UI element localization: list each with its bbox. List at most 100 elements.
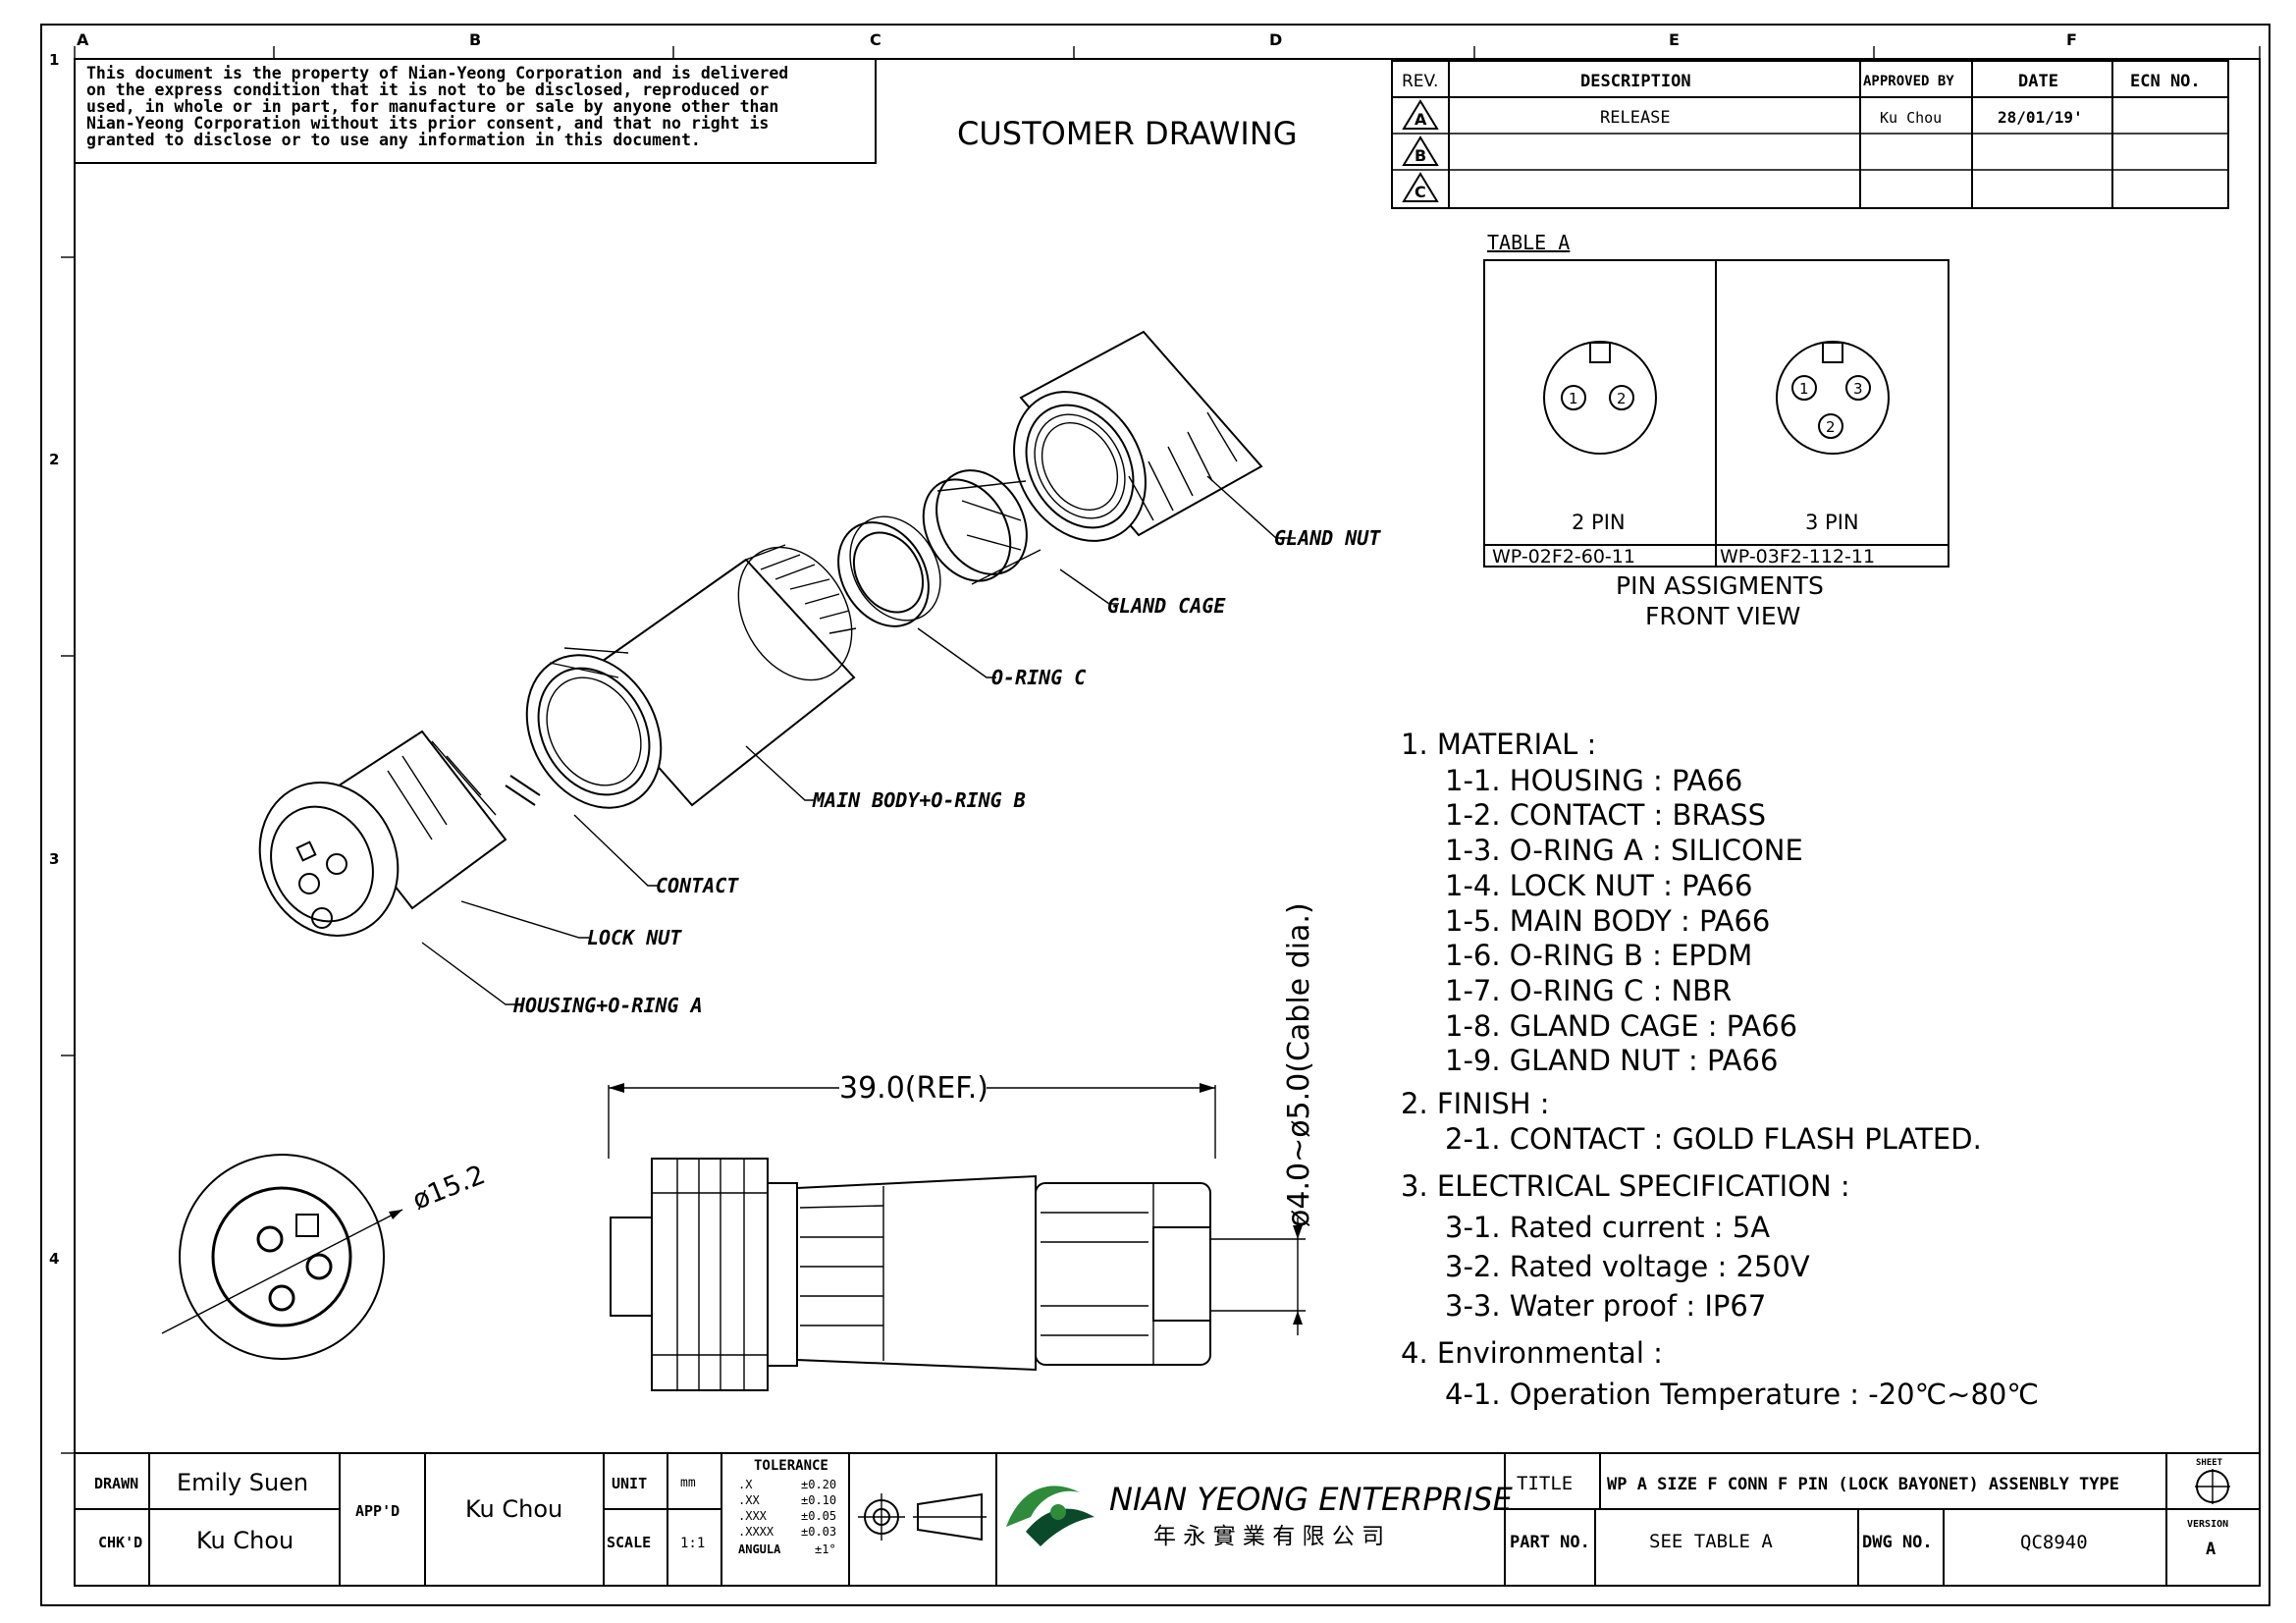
spec-1-3: 1-3. O-RING A : SILICONE bbox=[1445, 834, 1803, 867]
unit-label: UNIT bbox=[612, 1475, 647, 1492]
specifications: 1. MATERIAL : 1-1. HOUSING : PA66 1-2. C… bbox=[1401, 728, 2039, 1411]
tol-key-1: .X bbox=[738, 1478, 753, 1491]
rev-a: A bbox=[1415, 110, 1427, 129]
rev-triangle-b bbox=[1402, 135, 1439, 166]
diameter-dimension: ø15.2 bbox=[408, 1160, 490, 1216]
dwg-value: QC8940 bbox=[2020, 1532, 2088, 1553]
part-label: PART NO. bbox=[1510, 1533, 1590, 1552]
pin-caption-1: PIN ASSIGMENTS bbox=[1616, 571, 1824, 600]
grid-row-4: 4 bbox=[49, 1250, 59, 1268]
spec-4-1: 4-1. Operation Temperature : -20℃~80℃ bbox=[1445, 1378, 2039, 1411]
drawing-type: CUSTOMER DRAWING bbox=[957, 115, 1298, 152]
revision-table: REV. DESCRIPTION APPROVED BY DATE ECN NO… bbox=[1391, 60, 2229, 209]
company-logo bbox=[1006, 1486, 1095, 1546]
approved-header: APPROVED BY bbox=[1863, 74, 1954, 89]
dwg-label: DWG NO. bbox=[1862, 1533, 1933, 1552]
spec-1-1: 1-1. HOUSING : PA66 bbox=[1445, 764, 1742, 797]
pin-2pin-2: 2 bbox=[1617, 390, 1627, 407]
grid-col-f: F bbox=[2066, 30, 2077, 49]
cable-dimension: ø4.0~ø5.0(Cable dia.) bbox=[1282, 902, 1316, 1227]
version-label: VERSION bbox=[2187, 1519, 2228, 1530]
pin-face-2pin: 1 2 bbox=[1543, 341, 1657, 455]
spec-2-1: 2-1. CONTACT : GOLD FLASH PLATED. bbox=[1445, 1122, 1982, 1156]
length-dimension: 39.0(REF.) bbox=[839, 1071, 988, 1106]
proprietary-notice: This document is the property of Nian-Ye… bbox=[74, 58, 877, 164]
company-name-cn: 年 永 實 業 有 限 公 司 bbox=[1153, 1524, 1384, 1549]
gland-cage-part bbox=[922, 469, 1041, 585]
rev-a-date: 28/01/19' bbox=[1998, 108, 2083, 127]
rev-a-approved: Ku Chou bbox=[1880, 109, 1942, 127]
spec-heading-3: 3. ELECTRICAL SPECIFICATION : bbox=[1401, 1169, 1850, 1203]
rev-c: C bbox=[1415, 183, 1426, 201]
inner-frame bbox=[74, 58, 2261, 1587]
tol-val-1: ±0.20 bbox=[801, 1478, 836, 1491]
pin-3pin-1: 1 bbox=[1799, 380, 1809, 398]
main-body-part bbox=[525, 544, 857, 809]
pin-2pin-1: 1 bbox=[1569, 390, 1578, 407]
callout-main-body: MAIN BODY+O-RING B bbox=[812, 788, 1026, 812]
spec-1-2: 1-2. CONTACT : BRASS bbox=[1445, 798, 1766, 832]
callout-gland-nut: GLAND NUT bbox=[1274, 526, 1381, 550]
grid-col-e: E bbox=[1669, 30, 1680, 49]
scale-value: 1:1 bbox=[680, 1536, 705, 1551]
spec-3-2: 3-2. Rated voltage : 250V bbox=[1445, 1250, 1810, 1283]
notice-line-1: This document is the property of Nian-Ye… bbox=[86, 64, 788, 82]
appd-value: Ku Chou bbox=[465, 1495, 562, 1523]
part-value: SEE TABLE A bbox=[1649, 1531, 1773, 1552]
rev-triangle-c bbox=[1402, 172, 1439, 202]
grid-row-2: 2 bbox=[49, 451, 59, 468]
company-name: NIAN YEONG ENTERPRISE bbox=[1109, 1481, 1514, 1518]
tol-key-5: ANGULA bbox=[738, 1542, 781, 1556]
unit-value: mm bbox=[680, 1476, 696, 1490]
part-3pin: WP-03F2-112-11 bbox=[1720, 546, 1875, 568]
spec-heading-1: 1. MATERIAL : bbox=[1401, 728, 1596, 761]
grid-col-d: D bbox=[1269, 30, 1282, 49]
tol-key-4: .XXXX bbox=[738, 1525, 774, 1539]
pin-face-3pin: 1 3 2 bbox=[1776, 341, 1890, 455]
notice-line-2: on the express condition that it is not … bbox=[86, 81, 769, 99]
notice-line-4: Nian-Yeong Corporation without its prior… bbox=[86, 114, 769, 133]
grid-col-c: C bbox=[870, 30, 881, 49]
spec-heading-4: 4. Environmental : bbox=[1401, 1336, 1663, 1370]
side-view: 39.0(REF.) ø4.0~ø5.0(Cable dia.) bbox=[608, 902, 1316, 1391]
outer-frame bbox=[40, 24, 2270, 1606]
spec-1-5: 1-5. MAIN BODY : PA66 bbox=[1445, 904, 1770, 938]
part-2pin: WP-02F2-60-11 bbox=[1492, 546, 1635, 568]
spec-3-3: 3-3. Water proof : IP67 bbox=[1445, 1289, 1766, 1323]
notice-line-3: used, in whole or in part, for manufactu… bbox=[86, 97, 778, 116]
chkd-label: CHK'D bbox=[98, 1534, 142, 1551]
rev-a-description: RELEASE bbox=[1600, 108, 1671, 128]
spec-1-9: 1-9. GLAND NUT : PA66 bbox=[1445, 1044, 1778, 1077]
desc-header: DESCRIPTION bbox=[1580, 72, 1691, 91]
tol-val-3: ±0.05 bbox=[801, 1509, 836, 1523]
tol-key-2: .XX bbox=[738, 1493, 760, 1507]
callout-o-ring-c: O-RING C bbox=[991, 666, 1086, 689]
table-a: TABLE A 1 2 1 3 2 2 PIN 3 PIN WP-02F2-60… bbox=[1483, 231, 1949, 630]
rev-b: B bbox=[1415, 146, 1426, 165]
pin-caption-2: FRONT VIEW bbox=[1645, 602, 1800, 630]
grid-row-1: 1 bbox=[49, 51, 59, 69]
pin-3pin-2: 2 bbox=[1826, 418, 1836, 436]
tol-val-5: ±1° bbox=[815, 1542, 836, 1556]
title-value: WP A SIZE F CONN F PIN (LOCK BAYONET) AS… bbox=[1607, 1475, 2119, 1494]
notice-line-5: granted to disclose or to use any inform… bbox=[86, 131, 701, 149]
spec-1-8: 1-8. GLAND CAGE : PA66 bbox=[1445, 1009, 1797, 1043]
housing-part bbox=[258, 730, 541, 937]
callout-gland-cage: GLAND CAGE bbox=[1107, 594, 1226, 618]
grid-row-3: 3 bbox=[49, 850, 59, 868]
grid-markers: A B C D E F 1 2 3 4 bbox=[49, 30, 2261, 1454]
tolerance-title: TOLERANCE bbox=[754, 1458, 828, 1474]
table-a-title: TABLE A bbox=[1487, 231, 1570, 254]
tol-val-2: ±0.10 bbox=[801, 1493, 836, 1507]
scale-label: SCALE bbox=[607, 1534, 651, 1551]
pin-3pin-3: 3 bbox=[1853, 380, 1863, 398]
spec-1-6: 1-6. O-RING B : EPDM bbox=[1445, 939, 1752, 972]
o-ring-c-part bbox=[837, 515, 941, 627]
callout-housing: HOUSING+O-RING A bbox=[512, 994, 703, 1017]
sheet-icon bbox=[2195, 1469, 2230, 1504]
callout-contact: CONTACT bbox=[656, 874, 739, 897]
title-label: TITLE bbox=[1517, 1473, 1573, 1494]
appd-label: APP'D bbox=[355, 1502, 400, 1520]
gland-nut-part bbox=[1013, 330, 1263, 542]
